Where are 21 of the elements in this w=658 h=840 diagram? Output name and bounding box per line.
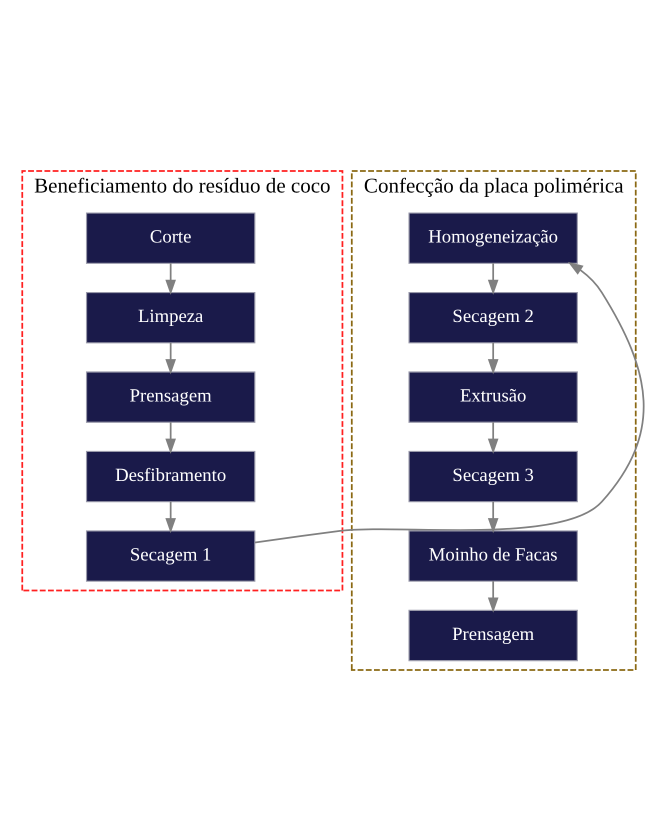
node-box: Homogeneização [408,212,578,264]
node-box: Secagem 2 [408,291,578,343]
arrow [165,422,176,454]
node-box: Limpeza [86,291,256,343]
node-box: Extrusão [408,370,578,422]
arrow [488,501,498,533]
node-box: Moinho de Facas [408,530,578,582]
arrow [488,262,498,294]
arrow [488,342,498,374]
node-box: Corte [86,212,256,264]
node-box: Prensagem [86,370,256,422]
arrow [488,422,498,454]
arrow [165,262,176,294]
arrow [254,261,644,543]
node-box: Secagem 1 [86,530,256,582]
node-box: Desfibramento [86,450,256,502]
arrow [165,501,176,533]
node-box: Prensagem [408,609,578,661]
arrow [165,342,176,374]
arrow [488,580,498,612]
node-box: Secagem 3 [408,450,578,502]
